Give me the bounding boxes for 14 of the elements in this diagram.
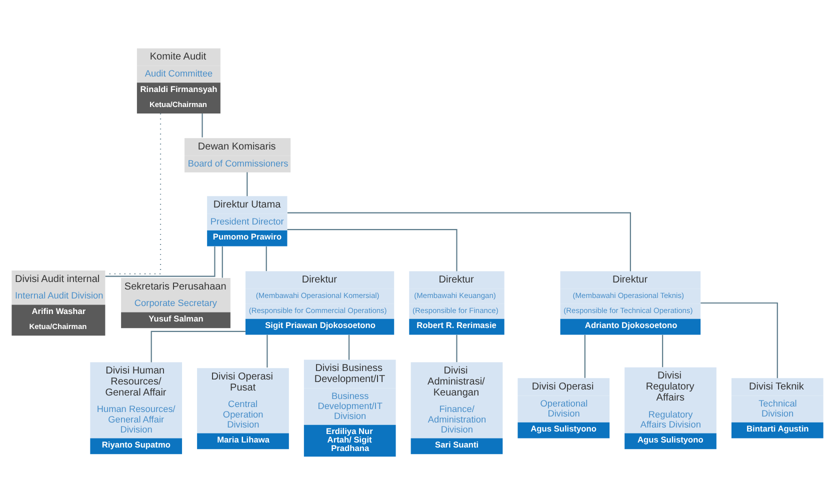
connector xyxy=(287,228,458,271)
connector xyxy=(348,334,350,360)
connector xyxy=(266,334,268,368)
connector xyxy=(105,246,216,276)
connector xyxy=(246,172,248,196)
connector xyxy=(662,334,664,367)
connector xyxy=(202,113,203,137)
connector xyxy=(584,334,586,378)
connector xyxy=(456,334,458,362)
connector xyxy=(266,246,267,271)
connector xyxy=(150,330,246,362)
connector xyxy=(287,212,631,271)
connector xyxy=(700,302,778,378)
connector xyxy=(222,246,223,278)
